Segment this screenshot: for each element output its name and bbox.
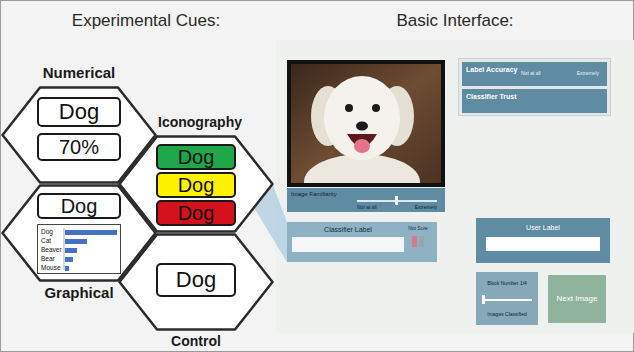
- hexagon-shape: [120, 235, 273, 330]
- section-title: Basic Interface:: [396, 12, 513, 29]
- cue-heading: Iconography: [158, 115, 242, 129]
- class-label-box: Dog: [37, 97, 121, 127]
- chart-bar: [65, 230, 117, 235]
- label-text: Next Image: [557, 295, 598, 303]
- class-label-yellow: Dog: [156, 172, 236, 198]
- interface-widget: [292, 237, 404, 252]
- rating-title: Classifier Trust: [466, 93, 517, 100]
- panel-title: Classifier Label: [324, 226, 372, 233]
- user-label-panel: User Label: [476, 218, 610, 263]
- rating-title: Label Accuracy: [466, 66, 518, 73]
- progress-title: Block Number 1/4: [487, 281, 527, 286]
- dog-eye: [345, 104, 353, 112]
- cue-hexagon: ControlDog: [118, 233, 274, 331]
- label-text: 70%: [59, 137, 99, 157]
- scale-end: Not at all: [521, 71, 541, 76]
- label-text: Dog: [61, 196, 98, 216]
- bar-label: Mouse: [41, 265, 61, 272]
- cue-heading: Control: [171, 334, 221, 348]
- dog-eye: [372, 104, 380, 112]
- interface-widget: [462, 89, 607, 113]
- interface-widget: [482, 299, 532, 301]
- label-text: Dog: [59, 101, 99, 123]
- dog-photo: [291, 64, 441, 183]
- class-label-green: Dog: [156, 144, 236, 170]
- interface-widget: [486, 237, 600, 251]
- interface-widget: [412, 236, 417, 247]
- progress-caption: Images Classified: [487, 312, 526, 317]
- bar-chart: DogCatBeaverBearMouse: [37, 224, 121, 274]
- scale-end: Extremely: [415, 205, 437, 210]
- bar-label: Bear: [41, 256, 55, 263]
- familiarity-bar: Image FamiliarityNot at all Extremely: [287, 188, 445, 212]
- rating-panel: Label AccuracyNot at all ExtremelyClassif…: [458, 58, 611, 116]
- cue-heading: Numerical: [43, 65, 116, 80]
- progress-panel: Block Number 1/4Images Classified: [476, 272, 538, 325]
- scale-end: Not at all: [357, 205, 377, 210]
- dog-tongue: [354, 139, 370, 153]
- chart-bar: [65, 266, 69, 271]
- interface-panel: [276, 40, 634, 333]
- interface-widget: [357, 200, 437, 202]
- classifier-label-panel: Classifier Label Not Sure: [287, 222, 437, 262]
- chart-bar: [65, 257, 73, 262]
- chart-bar: [65, 248, 77, 253]
- cue-heading: Graphical: [44, 285, 113, 300]
- chart-axis: [64, 228, 65, 270]
- label-text: Dog: [176, 269, 216, 291]
- label-text: Dog: [178, 147, 215, 167]
- bar-label: Cat: [41, 238, 51, 245]
- toggle-label: Not Sure: [408, 226, 428, 231]
- panel-title: Image Familiarity: [291, 191, 337, 197]
- class-label-box: Dog: [37, 193, 121, 219]
- dog-nose: [356, 122, 368, 131]
- bar-label: Beaver: [41, 247, 62, 254]
- class-label-red: Dog: [156, 200, 236, 226]
- section-title: Experimental Cues:: [72, 12, 220, 29]
- next-button: Next Image: [548, 275, 606, 323]
- class-label-box: Dog: [156, 263, 236, 297]
- dog-head: [324, 76, 400, 160]
- scale-end: Extremely: [577, 71, 599, 76]
- label-text: Dog: [178, 175, 215, 195]
- interface-widget: [419, 236, 424, 247]
- panel-title: User Label: [526, 224, 560, 231]
- chart-bar: [65, 239, 87, 244]
- bar-label: Dog: [41, 229, 53, 236]
- confidence-box: 70%: [37, 133, 121, 161]
- label-text: Dog: [178, 203, 215, 223]
